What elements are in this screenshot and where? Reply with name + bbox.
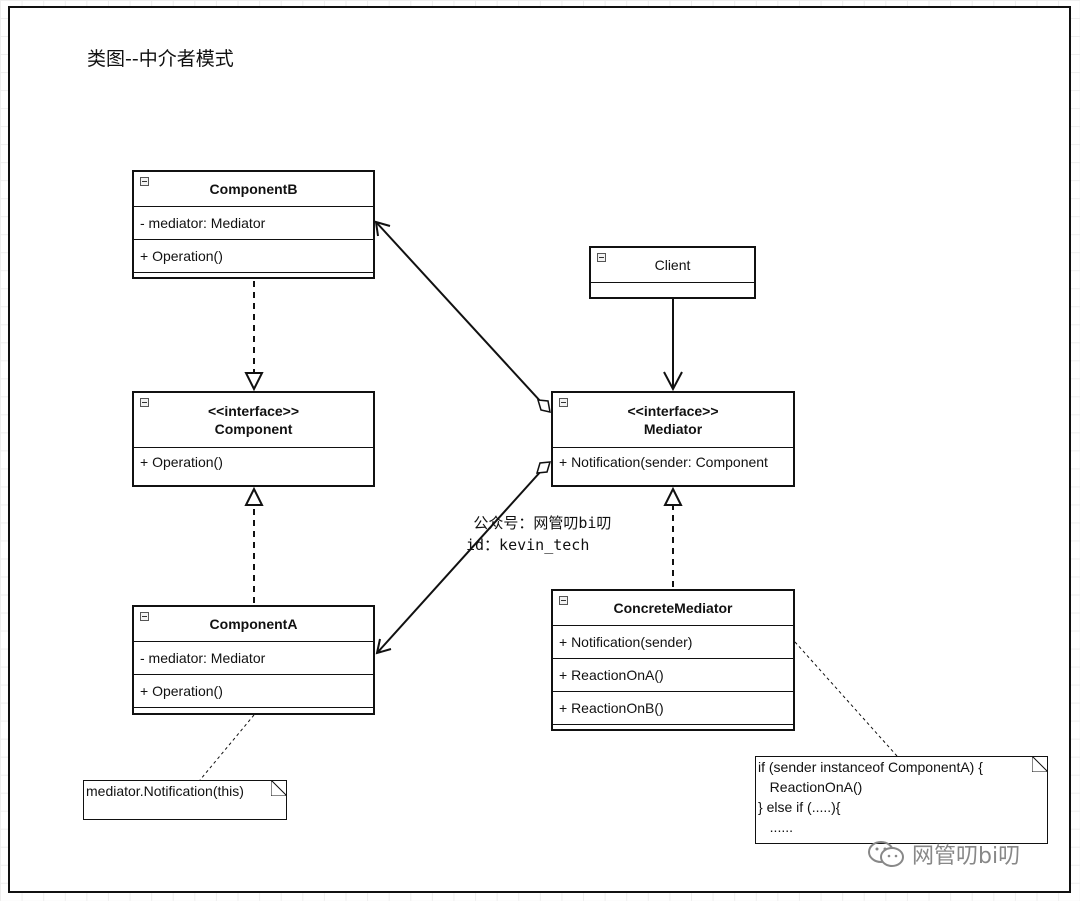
class-method: + Notification(sender: Component xyxy=(559,454,768,470)
watermark-text: 公众号：网管叨bi叨 id：kevin_tech xyxy=(466,512,611,556)
class-header: ComponentA xyxy=(134,607,373,642)
class-header: <<interface>> Mediator xyxy=(553,393,793,448)
note-line: ...... xyxy=(758,819,794,835)
class-method: + Operation() xyxy=(134,675,373,708)
note-line: ReactionOnA() xyxy=(758,779,863,795)
class-stereotype: <<interface>> xyxy=(627,403,719,419)
class-name: ComponentA xyxy=(209,616,298,632)
note-concretemediator[interactable]: if (sender instanceof ComponentA) { Reac… xyxy=(755,756,1048,844)
class-header: Client xyxy=(591,248,754,283)
note-componenta[interactable]: mediator.Notification(this) xyxy=(83,780,287,820)
collapse-icon[interactable] xyxy=(559,596,568,605)
class-method: + Operation() xyxy=(134,240,373,273)
class-method: + Notification(sender) xyxy=(553,626,793,659)
association-client-mediator xyxy=(663,299,683,392)
watermark-line: 公众号：网管叨bi叨 xyxy=(473,514,612,532)
collapse-icon[interactable] xyxy=(597,253,606,262)
aggregation-mediator-componenta xyxy=(375,461,552,655)
watermark-brand: 网管叨bi叨 xyxy=(866,838,1020,870)
watermark-line: id：kevin_tech xyxy=(466,536,590,554)
wechat-icon xyxy=(868,841,904,867)
class-header: ComponentB xyxy=(134,172,373,207)
realization-componenta-component xyxy=(244,486,264,603)
class-client[interactable]: Client xyxy=(589,246,756,299)
class-name: Client xyxy=(654,257,691,273)
note-anchor-componenta xyxy=(199,714,255,781)
class-header: <<interface>> Component xyxy=(134,393,373,448)
class-stereotype: <<interface>> xyxy=(207,403,300,419)
note-text: mediator.Notification(this) xyxy=(86,783,244,799)
collapse-icon[interactable] xyxy=(559,398,568,407)
class-attribute: - mediator: Mediator xyxy=(134,642,373,675)
realization-concretemediator-mediator xyxy=(663,486,683,587)
class-method: + ReactionOnA() xyxy=(553,659,793,692)
note-anchor-concretemediator xyxy=(794,641,898,757)
class-concretemediator[interactable]: ConcreteMediator + Notification(sender) … xyxy=(551,589,795,731)
diagram-title: 类图--中介者模式 xyxy=(87,48,234,70)
class-method: + ReactionOnB() xyxy=(553,692,793,725)
note-line: if (sender instanceof ComponentA) { xyxy=(758,759,983,775)
class-name: Component xyxy=(214,421,293,437)
note-fold-icon xyxy=(271,780,287,796)
class-attribute: - mediator: Mediator xyxy=(134,207,373,240)
collapse-icon[interactable] xyxy=(140,612,149,621)
realization-componentb-component xyxy=(244,281,264,392)
interface-mediator[interactable]: <<interface>> Mediator + Notification(se… xyxy=(551,391,795,487)
collapse-icon[interactable] xyxy=(140,398,149,407)
class-name: ComponentB xyxy=(209,181,298,197)
collapse-icon[interactable] xyxy=(140,177,149,186)
note-fold-icon xyxy=(1032,756,1048,772)
class-header: ConcreteMediator xyxy=(553,591,793,626)
class-name: Mediator xyxy=(643,421,703,437)
class-name: ConcreteMediator xyxy=(613,600,733,616)
interface-component[interactable]: <<interface>> Component + Operation() xyxy=(132,391,375,487)
watermark-brand-text: 网管叨bi叨 xyxy=(912,844,1021,869)
class-method: + Operation() xyxy=(140,454,223,470)
aggregation-mediator-componentb xyxy=(374,220,551,413)
class-componenta[interactable]: ComponentA - mediator: Mediator + Operat… xyxy=(132,605,375,715)
note-line: } else if (.....){ xyxy=(758,799,841,815)
class-componentb[interactable]: ComponentB - mediator: Mediator + Operat… xyxy=(132,170,375,279)
